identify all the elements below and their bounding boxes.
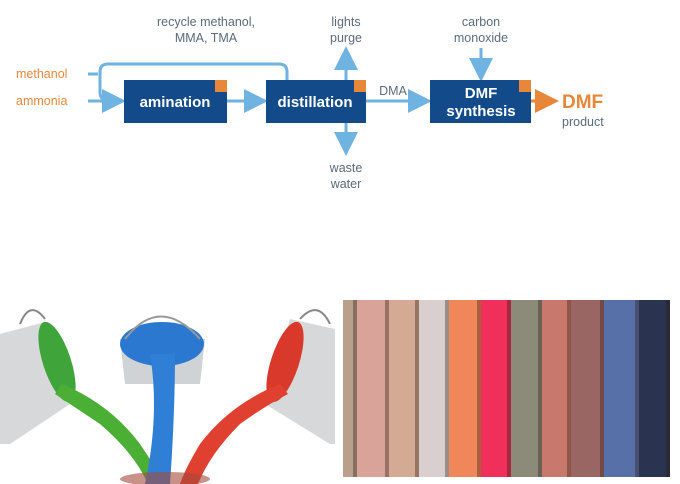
paint-splash (120, 472, 210, 484)
fabric-swatch (604, 300, 639, 477)
fabric-swatch (542, 300, 571, 477)
fabric-swatch (357, 300, 389, 477)
purge-label: purge (330, 31, 362, 45)
swatch-shadow (635, 300, 639, 477)
fabric-swatch (389, 300, 419, 477)
swatch-shadow (353, 300, 357, 477)
swatch-shadow (538, 300, 542, 477)
swatch-shadow (666, 300, 670, 477)
recycle-line (88, 62, 289, 103)
water-label: water (330, 177, 362, 191)
recycle-label-2: MMA, TMA (175, 31, 238, 45)
amination-box: amination (124, 80, 227, 123)
fabric-swatches-image (343, 300, 670, 477)
fabric-swatch (511, 300, 542, 477)
fabric-swatch (481, 300, 511, 477)
dmf-synthesis-box: DMF synthesis (430, 80, 531, 123)
ammonia-label: ammonia (16, 94, 67, 108)
dmf-synthesis-label-1: DMF (465, 85, 498, 102)
red-paint-bucket (180, 309, 335, 484)
blue-paint-bucket (120, 315, 205, 484)
fabric-swatch (571, 300, 604, 477)
green-paint-bucket (0, 309, 165, 484)
swatch-shadow (567, 300, 571, 477)
product-label: product (562, 115, 604, 129)
swatch-shadow (600, 300, 604, 477)
dmf-synthesis-label-2: synthesis (446, 103, 515, 120)
fabric-swatch (449, 300, 481, 477)
swatch-shadow (385, 300, 389, 477)
paint-buckets-image (0, 309, 335, 484)
fabric-swatch (343, 300, 357, 477)
distillation-box: distillation (266, 80, 366, 123)
fabric-swatch (639, 300, 670, 477)
amination-label: amination (140, 94, 211, 111)
fabric-swatch (419, 300, 449, 477)
swatch-shadow (415, 300, 419, 477)
recycle-label-1: recycle methanol, (157, 15, 255, 29)
dmf-process-diagram: amination distillation DMF synthesis met… (16, 15, 604, 191)
dmf-product-label: DMF (562, 92, 603, 113)
swatch-shadow (477, 300, 481, 477)
methanol-label: methanol (16, 67, 67, 81)
waste-label: waste (329, 161, 363, 175)
swatch-shadow (507, 300, 511, 477)
distillation-label: distillation (278, 94, 353, 111)
carbon-label: carbon (462, 15, 500, 29)
swatch-shadow (445, 300, 449, 477)
lights-label: lights (331, 15, 360, 29)
dma-label: DMA (379, 84, 407, 98)
monoxide-label: monoxide (454, 31, 508, 45)
